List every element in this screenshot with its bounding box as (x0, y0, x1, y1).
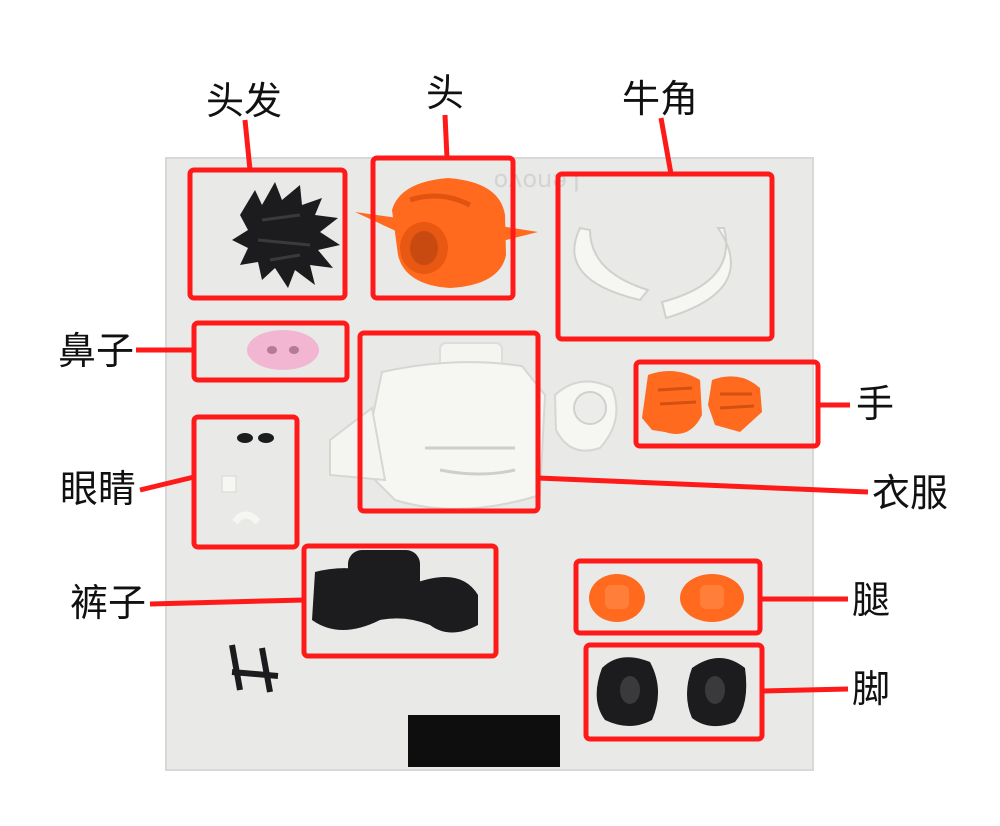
board-plate (408, 715, 560, 767)
hands-part (642, 371, 762, 434)
label-nose: 鼻子 (58, 329, 135, 373)
sleeve-part (553, 380, 618, 452)
black-pegs-part (229, 644, 279, 693)
clothes-box (357, 330, 541, 514)
pants-leader (149, 597, 305, 607)
legs-part (589, 574, 744, 622)
label-clothes: 衣服 (872, 471, 949, 515)
label-legs: 腿 (852, 578, 891, 622)
hair-part (232, 182, 340, 288)
clothes-part (329, 342, 618, 510)
label-head: 头 (426, 71, 465, 115)
horns-box (555, 171, 775, 342)
eyes-box (191, 414, 300, 550)
label-pants: 裤子 (70, 581, 147, 625)
horns-part (573, 226, 732, 320)
eyes-part (221, 433, 274, 525)
feet-leader (761, 686, 849, 694)
hair-leader (242, 119, 253, 171)
horns-leader (658, 117, 674, 175)
eyes-leader (139, 474, 195, 493)
label-hair: 头发 (206, 79, 283, 123)
feet-box (583, 642, 765, 742)
label-eyes: 眼睛 (60, 467, 137, 511)
label-feet: 脚 (852, 667, 891, 711)
label-horns: 牛角 (622, 77, 699, 121)
pants-part (312, 550, 478, 633)
head-leader (442, 114, 450, 159)
nose-part (247, 330, 319, 370)
hair-box (187, 167, 348, 301)
feet-part (596, 657, 747, 727)
clothes-leader (537, 475, 869, 495)
head-part (355, 178, 538, 288)
head-box (370, 155, 516, 301)
label-hands: 手 (856, 382, 895, 426)
